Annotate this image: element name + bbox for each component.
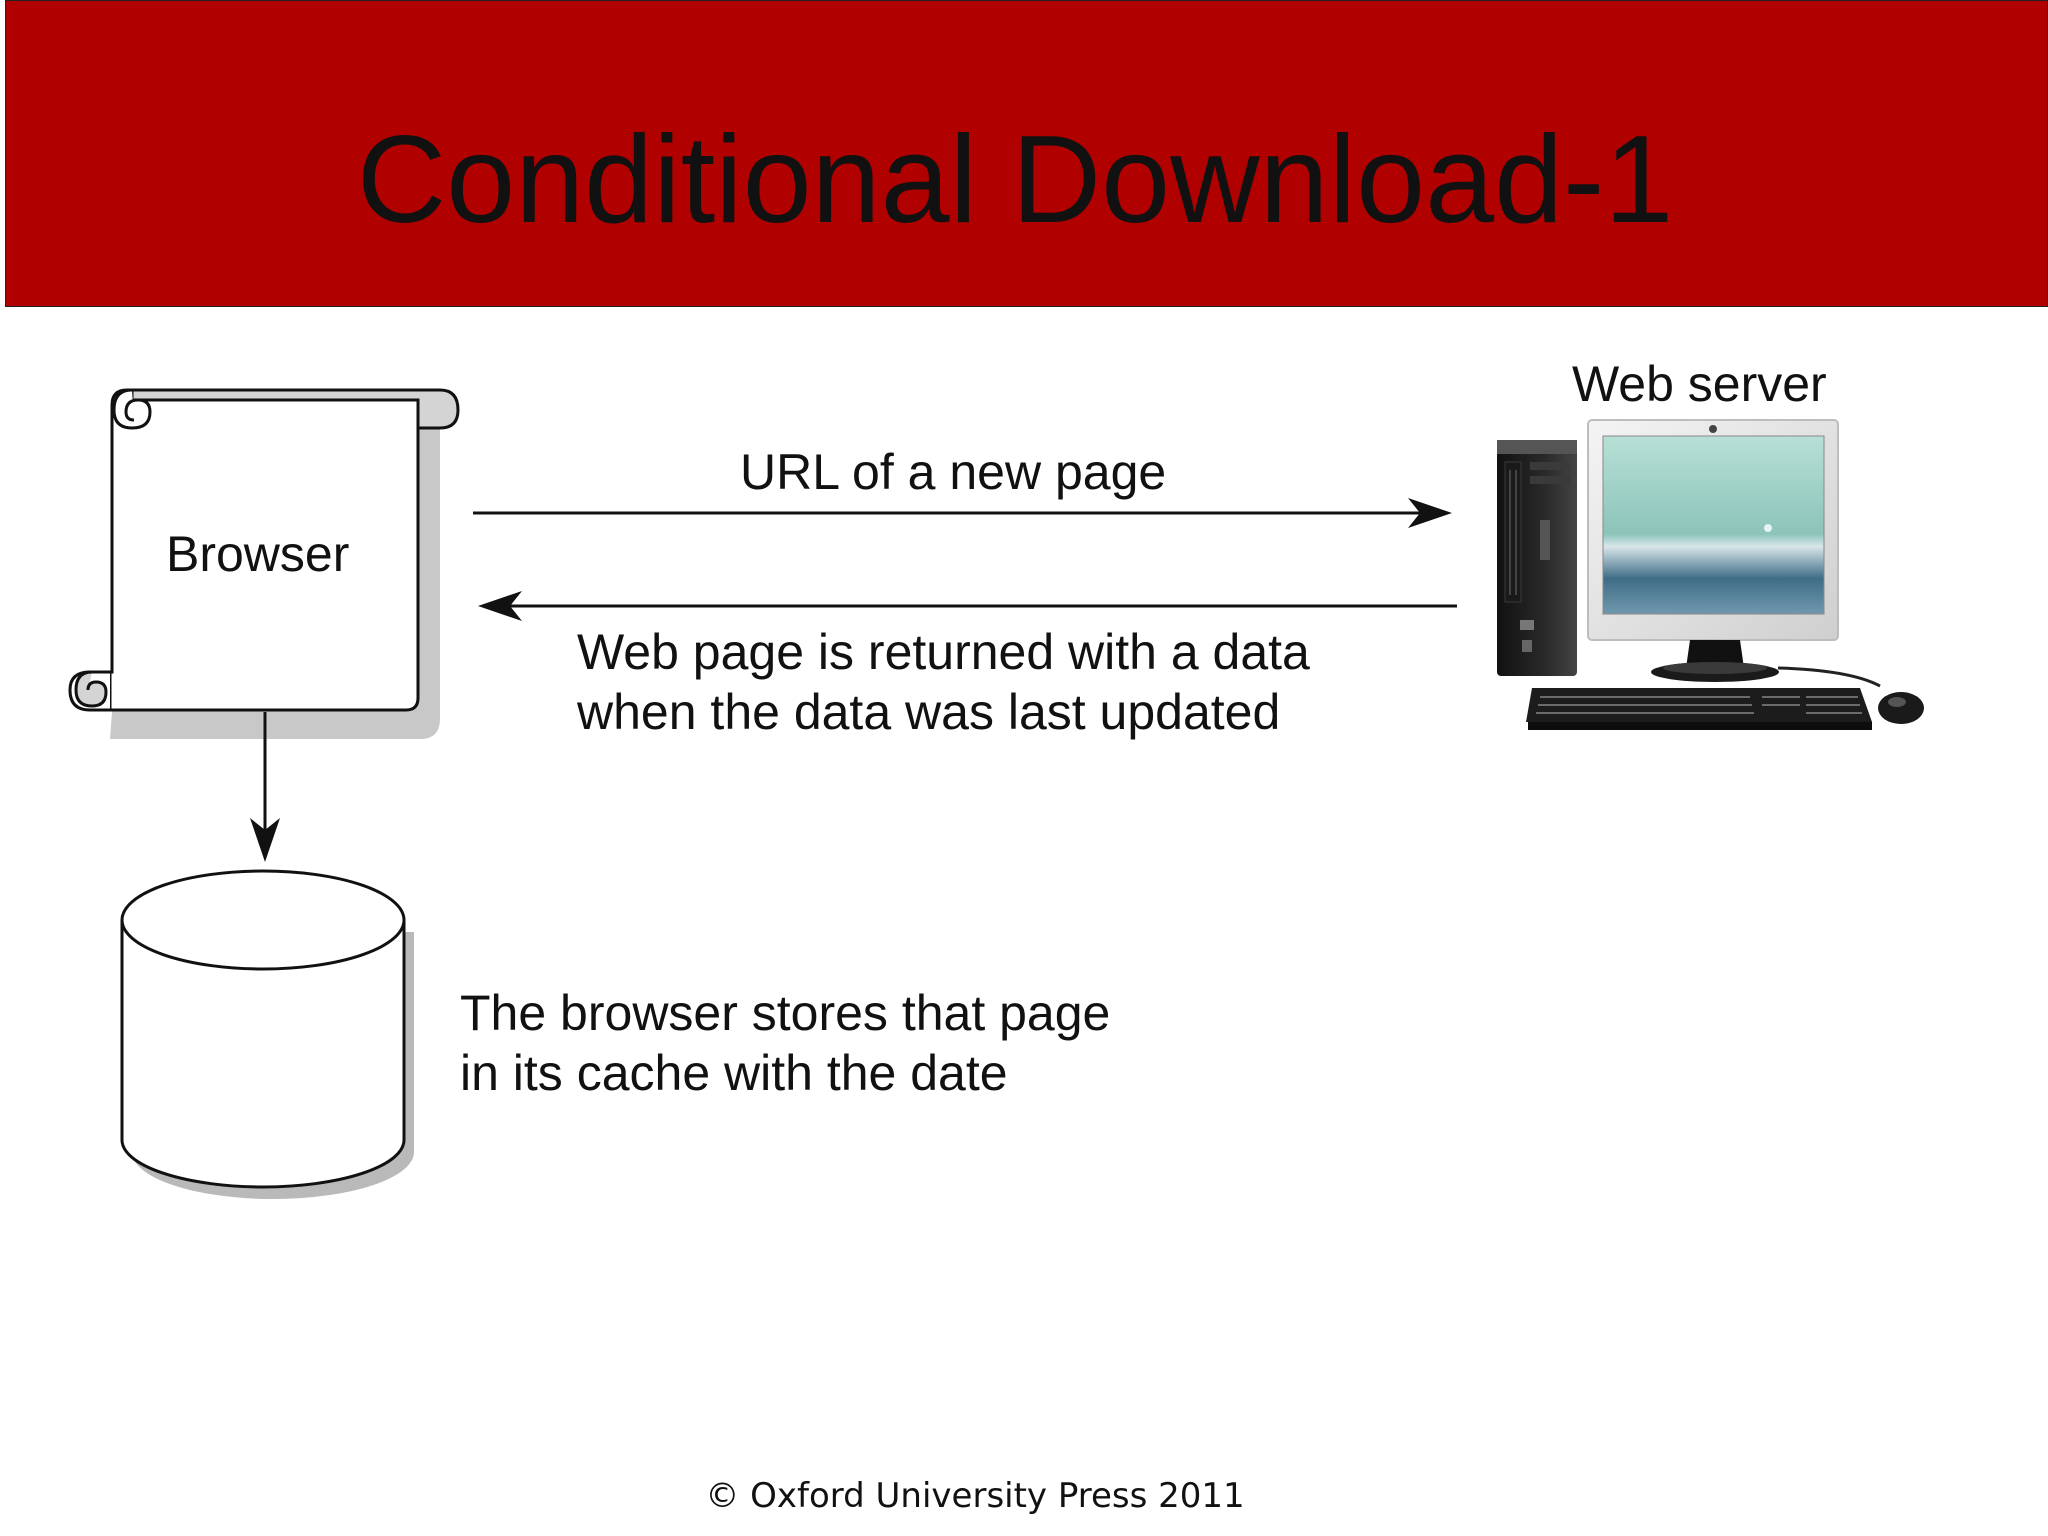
- cache-note-line-2: in its cache with the date: [460, 1045, 1008, 1101]
- web-server-label: Web server: [1572, 356, 1827, 412]
- response-label: Web page is returned with a data when th…: [577, 622, 1310, 742]
- response-label-line-2: when the data was last updated: [577, 684, 1281, 740]
- cache-note: The browser stores that page in its cach…: [460, 983, 1110, 1103]
- response-label-line-1: Web page is returned with a data: [577, 624, 1310, 680]
- cache-cylinder-icon: [120, 869, 414, 1199]
- copyright-footer: © Oxford University Press 2011: [705, 1476, 1245, 1516]
- response-arrow: [478, 591, 1457, 621]
- request-arrow: [473, 498, 1452, 528]
- browser-scroll-icon: [68, 388, 460, 739]
- slide-title: Conditional Download-1: [356, 111, 1674, 249]
- browser-to-cache-arrow: [250, 712, 280, 862]
- web-server-computer-icon: [1497, 419, 1924, 730]
- title-bar: [5, 0, 2048, 307]
- browser-label: Browser: [166, 526, 350, 582]
- request-label: URL of a new page: [740, 444, 1167, 500]
- cache-note-line-1: The browser stores that page: [460, 985, 1111, 1041]
